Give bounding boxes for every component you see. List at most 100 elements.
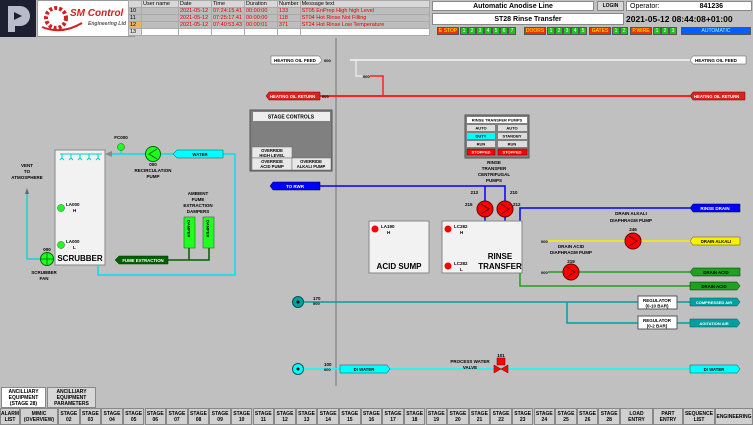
nav-button-stage-23[interactable]: STAGE 23 bbox=[511, 408, 534, 425]
svg-text:000: 000 bbox=[541, 239, 548, 244]
login-button[interactable]: LOGIN bbox=[597, 1, 624, 11]
to-rwr-tag[interactable] bbox=[269, 181, 321, 191]
nav-button-stage-19[interactable]: STAGE 19 bbox=[425, 408, 448, 425]
svg-text:DAMPER: DAMPER bbox=[187, 220, 192, 237]
nav-button-stage-13[interactable]: STAGE 13 bbox=[295, 408, 318, 425]
svg-text:ATMOSPHERE: ATMOSPHERE bbox=[11, 175, 42, 180]
nav-button-stage-05[interactable]: STAGE 05 bbox=[122, 408, 145, 425]
pump-216-icon[interactable] bbox=[496, 200, 514, 218]
drain-acid-tag-2[interactable] bbox=[689, 281, 741, 291]
svg-text:SCRUBBER: SCRUBBER bbox=[57, 254, 103, 263]
agitation-air-tag[interactable] bbox=[689, 318, 741, 328]
nav-button-sequence-list[interactable]: SEQUENCE LIST bbox=[683, 408, 715, 425]
nav-button-stage-18[interactable]: STAGE 18 bbox=[403, 408, 426, 425]
doors-4: 4 bbox=[571, 27, 579, 35]
svg-text:FAN: FAN bbox=[40, 276, 49, 281]
nav-button-stage-07[interactable]: STAGE 07 bbox=[166, 408, 188, 425]
nav-button-stage-20[interactable]: STAGE 20 bbox=[447, 408, 469, 425]
rinse-drain-tag[interactable] bbox=[689, 203, 741, 213]
fume-extraction-tag[interactable] bbox=[114, 255, 169, 265]
nav-button-part-entry[interactable]: PART ENTRY bbox=[653, 408, 683, 425]
alarm-row[interactable]: 13 bbox=[128, 28, 431, 36]
tab-ancilliary-equipment-parameters[interactable]: ANCILLIARY EQUIPMENT PARAMETERS bbox=[47, 387, 96, 408]
estop-indicator: E STOP bbox=[437, 27, 459, 35]
di-water-tag-left[interactable] bbox=[339, 364, 391, 374]
drain-acid-tag[interactable] bbox=[689, 267, 741, 277]
doors-3: 3 bbox=[563, 27, 571, 35]
tab-ancilliary-equipment-stage28[interactable]: ANCILLIARY EQUIPMENT (STAGE 28) bbox=[1, 387, 46, 408]
nav-button-stage-24[interactable]: STAGE 24 bbox=[533, 408, 556, 425]
nav-button-stage-25[interactable]: STAGE 25 bbox=[555, 408, 577, 425]
nav-button-mimic-overview[interactable]: MIMIC (OVERVIEW) bbox=[20, 408, 58, 425]
doors-5: 5 bbox=[579, 27, 587, 35]
nav-button-load-entry[interactable]: LOAD ENTRY bbox=[620, 408, 653, 425]
nav-button-stage-04[interactable]: STAGE 04 bbox=[101, 408, 123, 425]
drain-alkali-tag[interactable] bbox=[689, 236, 741, 246]
regulator-0-10[interactable]: REGULATOR(0-10 BAR) bbox=[637, 295, 678, 310]
heating-oil-feed-tag-left[interactable] bbox=[270, 55, 323, 65]
drain-acid-pump-icon[interactable] bbox=[562, 263, 580, 281]
nav-button-stage-17[interactable]: STAGE 17 bbox=[382, 408, 404, 425]
compressed-air-tag[interactable] bbox=[689, 297, 741, 307]
nav-button-stage-08[interactable]: STAGE 08 bbox=[187, 408, 210, 425]
datetime: 2021-05-12 08:44:08+01:00 bbox=[626, 14, 733, 24]
nav-button-stage-06[interactable]: STAGE 06 bbox=[144, 408, 167, 425]
svg-text:VENT: VENT bbox=[21, 163, 33, 168]
svg-text:DRAIN ACID: DRAIN ACID bbox=[701, 284, 726, 289]
svg-text:101: 101 bbox=[497, 353, 505, 358]
di-water-tag-right[interactable] bbox=[689, 364, 741, 374]
drain-alkali-pump-icon[interactable] bbox=[624, 232, 642, 250]
svg-text:(0-2 BAR): (0-2 BAR) bbox=[647, 324, 668, 329]
nav-button-stage-10[interactable]: STAGE 10 bbox=[230, 408, 253, 425]
heating-oil-feed-tag-right[interactable] bbox=[689, 55, 747, 65]
nav-button-stage-02[interactable]: STAGE 02 bbox=[58, 408, 80, 425]
heating-oil-return-tag-left[interactable] bbox=[265, 91, 321, 101]
damper-2[interactable]: DAMPER bbox=[202, 216, 215, 249]
nav-button-stage-03[interactable]: STAGE 03 bbox=[79, 408, 102, 425]
svg-text:DIAPHRAGM PUMP: DIAPHRAGM PUMP bbox=[550, 250, 592, 255]
pumps-label: RINSE TRANSFER CENTRIFUGAL PUMPS bbox=[478, 160, 510, 183]
nav-button-stage-22[interactable]: STAGE 22 bbox=[490, 408, 512, 425]
process-water-valve-icon[interactable] bbox=[493, 357, 509, 374]
svg-text:WATER: WATER bbox=[192, 152, 208, 157]
nav-button-stage-21[interactable]: STAGE 21 bbox=[468, 408, 491, 425]
svg-text:AGITATION AIR: AGITATION AIR bbox=[699, 321, 728, 326]
heating-oil-return-tag-right[interactable] bbox=[689, 91, 746, 101]
gates-indicator: GATES bbox=[589, 27, 611, 35]
nav-button-stage-14[interactable]: STAGE 14 bbox=[317, 408, 339, 425]
nav-button-stage-15[interactable]: STAGE 15 bbox=[339, 408, 361, 425]
nav-button-stage-09[interactable]: STAGE 09 bbox=[209, 408, 231, 425]
svg-text:STOPPED: STOPPED bbox=[502, 150, 521, 155]
estop-7: 7 bbox=[508, 27, 516, 35]
svg-text:RECIRCULATION: RECIRCULATION bbox=[135, 168, 172, 173]
screen-title: ST28 Rinse Transfer bbox=[432, 13, 624, 25]
svg-text:REGULATOR: REGULATOR bbox=[643, 298, 672, 303]
nav-button-engineering[interactable]: ENGINEERING bbox=[715, 408, 753, 425]
water-tag[interactable] bbox=[172, 149, 224, 159]
nav-button-stage-16[interactable]: STAGE 16 bbox=[360, 408, 383, 425]
nav-button-stage-26[interactable]: STAGE 26 bbox=[576, 408, 599, 425]
svg-text:L: L bbox=[73, 245, 76, 250]
pump2-status[interactable]: AUTO STANDBY RUN STOPPED bbox=[497, 125, 528, 156]
pump1-status[interactable]: AUTO DUTY RUN STOPPED bbox=[466, 125, 496, 156]
damper-1[interactable]: DAMPER bbox=[183, 216, 196, 249]
flow-switch-icon[interactable] bbox=[117, 143, 125, 151]
svg-text:213: 213 bbox=[470, 190, 478, 195]
regulator-0-2[interactable]: REGULATOR(0-2 BAR) bbox=[637, 315, 678, 330]
svg-text:FUME: FUME bbox=[192, 197, 205, 202]
pump-215-icon[interactable] bbox=[476, 200, 494, 218]
nav-button-alarm-list[interactable]: ALARM LIST bbox=[0, 408, 20, 425]
recirculation-pump-icon[interactable] bbox=[145, 146, 161, 162]
svg-text:000: 000 bbox=[324, 367, 331, 372]
svg-text:000: 000 bbox=[313, 301, 320, 306]
nav-button-stage-11[interactable]: STAGE 11 bbox=[252, 408, 275, 425]
nav-button-stage-28[interactable]: STAGE 28 bbox=[598, 408, 620, 425]
heating-oil-return-line: 000 HEATING OIL RETURN 000 HEATING OIL R… bbox=[265, 74, 746, 101]
nav-button-stage-12[interactable]: STAGE 12 bbox=[274, 408, 296, 425]
